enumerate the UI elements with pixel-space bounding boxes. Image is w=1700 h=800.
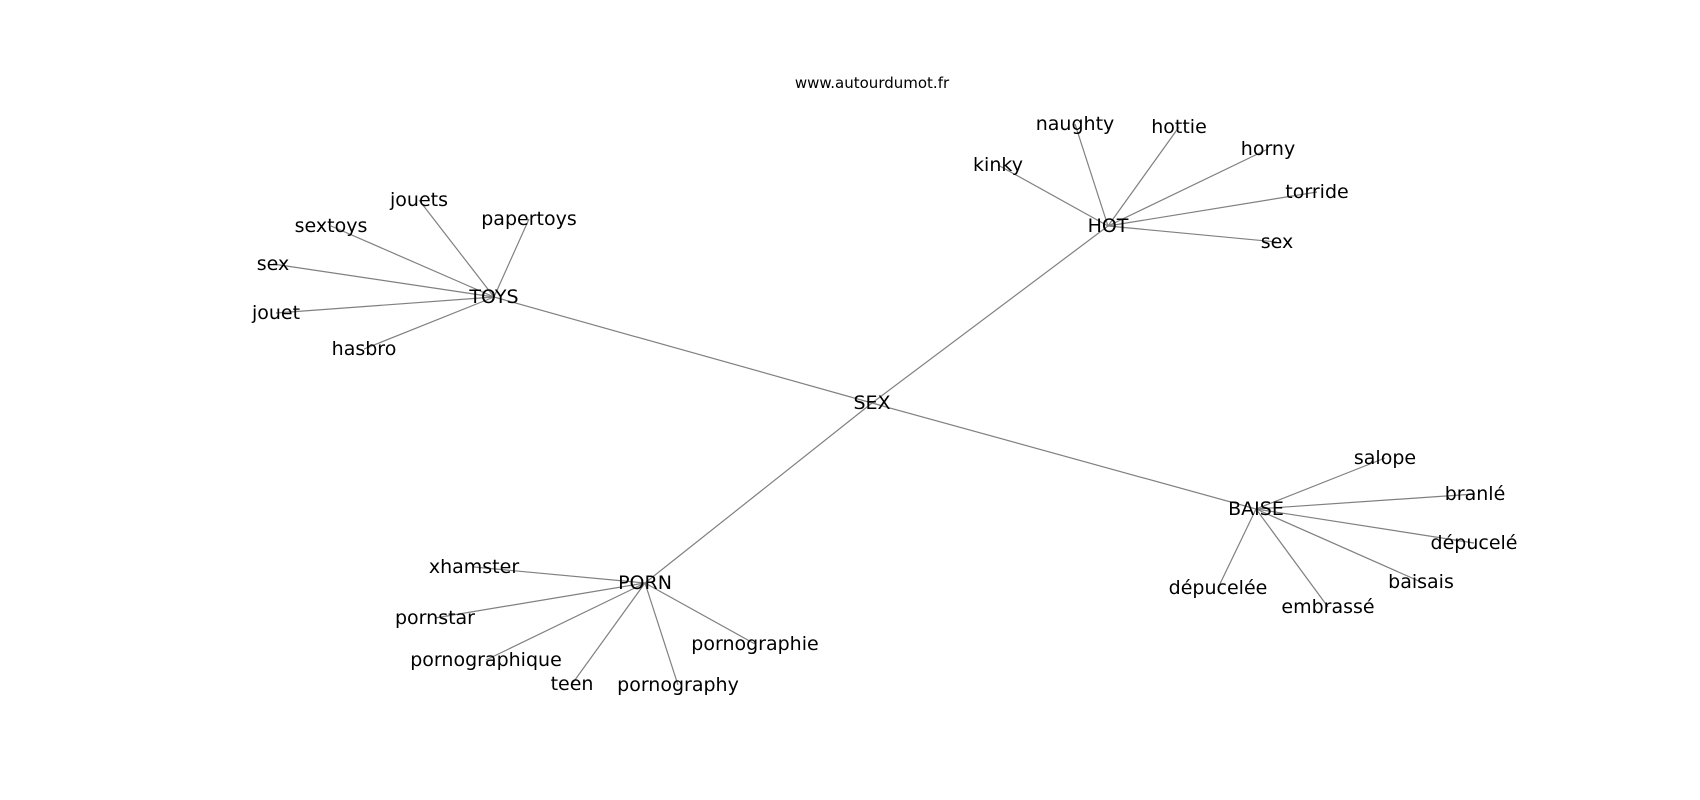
edge-porn-xhamster: [473, 566, 646, 584]
node-leaf-hot-horny: horny: [1241, 138, 1295, 160]
edge-porn-pornstar: [434, 582, 646, 619]
node-leaf-baise-branle: branlé: [1445, 483, 1506, 505]
edge-baise-embrasse: [1255, 508, 1329, 608]
node-hub-baise: BAISE: [1228, 498, 1284, 520]
node-leaf-baise-salope: salope: [1354, 447, 1416, 469]
node-leaf-toys-sextoys: sextoys: [295, 215, 368, 237]
node-hub-hot: HOT: [1088, 215, 1129, 237]
edge-toys-jouets: [418, 199, 495, 298]
node-leaf-baise-baisais: baisais: [1388, 571, 1454, 593]
edge-hot-horny: [1107, 148, 1269, 227]
node-leaf-hot-naughty: naughty: [1036, 113, 1115, 135]
edge-porn-teen: [571, 582, 646, 685]
node-root-sex: SEX: [853, 392, 890, 414]
node-leaf-hot-hottie: hottie: [1151, 116, 1207, 138]
edge-hot-sex: [1107, 225, 1278, 243]
edge-porn-pornography: [644, 582, 679, 686]
edge-baise-depucele: [1255, 508, 1475, 544]
edge-sex-hot: [871, 225, 1109, 404]
edge-hot-torride: [1107, 191, 1318, 227]
node-leaf-porn-teen: teen: [551, 673, 594, 695]
node-leaf-porn-pornographique: pornographique: [410, 649, 562, 671]
nodes-layer: SEXTOYSpapertoysjouetssextoyssexjouethas…: [251, 113, 1518, 696]
node-leaf-baise-depucele: dépucelé: [1431, 532, 1518, 554]
edge-hot-naughty: [1074, 123, 1109, 227]
node-leaf-toys-jouets: jouets: [389, 189, 448, 211]
edge-toys-jouet: [275, 296, 495, 314]
node-hub-porn: PORN: [618, 572, 672, 594]
source-title: www.autourdumot.fr: [795, 74, 950, 92]
node-leaf-hot-sex: sex: [1261, 231, 1294, 253]
edge-porn-pornographie: [644, 582, 756, 645]
edge-toys-sextoys: [330, 225, 495, 298]
edge-baise-depucelee: [1217, 508, 1257, 589]
edge-toys-sex: [272, 263, 495, 298]
edge-toys-papertoys: [493, 218, 530, 298]
node-leaf-toys-hasbro: hasbro: [332, 338, 397, 360]
node-leaf-porn-xhamster: xhamster: [429, 556, 519, 578]
node-leaf-hot-kinky: kinky: [973, 154, 1023, 176]
edge-sex-toys: [493, 296, 873, 404]
edge-hot-kinky: [997, 164, 1109, 227]
edge-sex-baise: [871, 402, 1257, 510]
node-leaf-porn-pornographie: pornographie: [691, 633, 818, 655]
edges-layer: [272, 123, 1476, 686]
edge-toys-hasbro: [363, 296, 495, 350]
edge-baise-salope: [1255, 457, 1386, 510]
node-leaf-hot-torride: torride: [1285, 181, 1348, 203]
node-hub-toys: TOYS: [468, 286, 518, 308]
node-leaf-toys-papertoys: papertoys: [481, 208, 576, 230]
node-leaf-baise-depucelee: dépucelée: [1169, 577, 1268, 599]
node-leaf-toys-jouet: jouet: [251, 302, 300, 324]
edge-porn-pornographique: [485, 582, 646, 661]
edge-baise-branle: [1255, 493, 1476, 510]
node-leaf-baise-embrasse: embrassé: [1281, 596, 1374, 618]
node-leaf-toys-sex: sex: [257, 253, 290, 275]
edge-sex-porn: [644, 402, 873, 584]
edge-hot-hottie: [1107, 126, 1180, 227]
node-leaf-porn-pornstar: pornstar: [395, 607, 475, 629]
node-leaf-porn-pornography: pornography: [617, 674, 739, 696]
edge-baise-baisais: [1255, 508, 1422, 583]
